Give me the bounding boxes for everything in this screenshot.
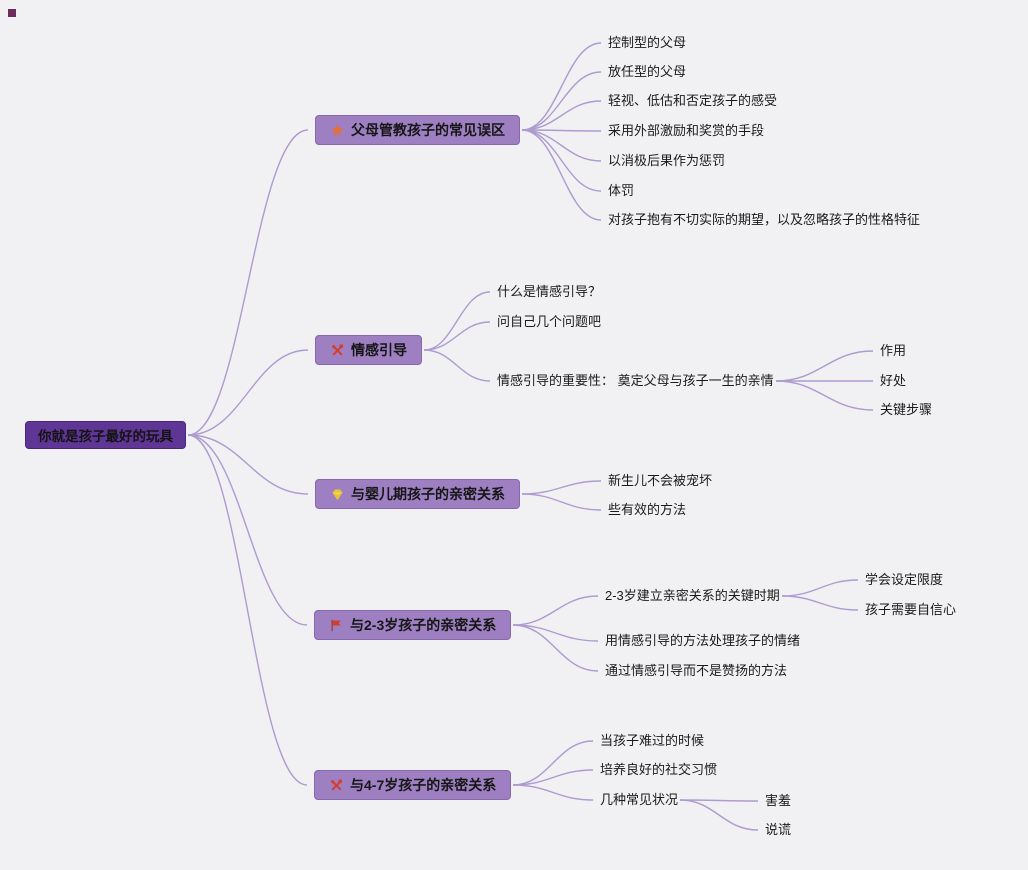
branch-topic-parenting-misunderstandings[interactable]: 父母管教孩子的常见误区: [315, 115, 520, 145]
star-icon: [330, 123, 345, 138]
leaf-topic[interactable]: 什么是情感引导？: [497, 284, 602, 299]
leaf-topic[interactable]: 用情感引导的方法处理孩子的情绪: [605, 633, 801, 648]
leaf-topic[interactable]: 体罚: [608, 183, 635, 198]
branch-topic-label: 与2-3岁孩子的亲密关系: [350, 617, 497, 633]
leaf-topic[interactable]: 2-3岁建立亲密关系的关键时期: [605, 588, 780, 603]
leaf-topic[interactable]: 放任型的父母: [608, 64, 687, 79]
leaf-topic[interactable]: 害羞: [765, 793, 792, 808]
branch-topic-label: 情感引导: [351, 342, 407, 358]
leaf-topic[interactable]: 几种常见状况: [600, 792, 679, 807]
leaf-topic[interactable]: 培养良好的社交习惯: [600, 762, 718, 777]
branch-topic-label: 父母管教孩子的常见误区: [351, 122, 505, 138]
branch-topic-toddler-bond[interactable]: 与2-3岁孩子的亲密关系: [314, 610, 512, 640]
leaf-topic[interactable]: 学会设定限度: [865, 572, 944, 587]
branch-topic-label: 与4-7岁孩子的亲密关系: [350, 777, 497, 793]
leaf-topic[interactable]: 通过情感引导而不是赞扬的方法: [605, 663, 788, 678]
leaf-topic[interactable]: 对孩子抱有不切实际的期望，以及忽略孩子的性格特征: [608, 212, 921, 227]
tools-icon: [329, 778, 344, 793]
leaf-topic[interactable]: 问自己几个问题吧: [497, 314, 602, 329]
leaf-topic[interactable]: 情感引导的重要性： 奠定父母与孩子一生的亲情: [497, 373, 774, 388]
leaf-topic[interactable]: 轻视、低估和否定孩子的感受: [608, 93, 778, 108]
leaf-topic[interactable]: 好处: [880, 373, 907, 388]
leaf-topic[interactable]: 说谎: [765, 822, 792, 837]
leaf-topic[interactable]: 当孩子难过的时候: [600, 733, 705, 748]
branch-topic-infant-bond[interactable]: 与婴儿期孩子的亲密关系: [315, 479, 520, 509]
branch-topic-preschool-bond[interactable]: 与4-7岁孩子的亲密关系: [314, 770, 512, 800]
root-topic-label: 你就是孩子最好的玩具: [38, 429, 173, 444]
leaf-topic[interactable]: 作用: [880, 343, 907, 358]
leaf-topic[interactable]: 以消极后果作为惩罚: [608, 153, 726, 168]
tools-icon: [330, 343, 345, 358]
branch-topic-label: 与婴儿期孩子的亲密关系: [351, 486, 505, 502]
gem-icon: [330, 487, 345, 502]
leaf-topic[interactable]: 关键步骤: [880, 402, 933, 417]
leaf-topic[interactable]: 新生儿不会被宠坏: [608, 473, 713, 488]
leaf-topic[interactable]: 控制型的父母: [608, 35, 687, 50]
leaf-topic[interactable]: 采用外部激励和奖赏的手段: [608, 123, 765, 138]
corner-mark: [8, 9, 16, 17]
leaf-topic[interactable]: 孩子需要自信心: [865, 602, 957, 617]
flag-icon: [329, 618, 344, 633]
branch-topic-emotional-guidance[interactable]: 情感引导: [315, 335, 422, 365]
leaf-topic[interactable]: 些有效的方法: [608, 502, 687, 517]
root-topic[interactable]: 你就是孩子最好的玩具: [25, 421, 186, 449]
